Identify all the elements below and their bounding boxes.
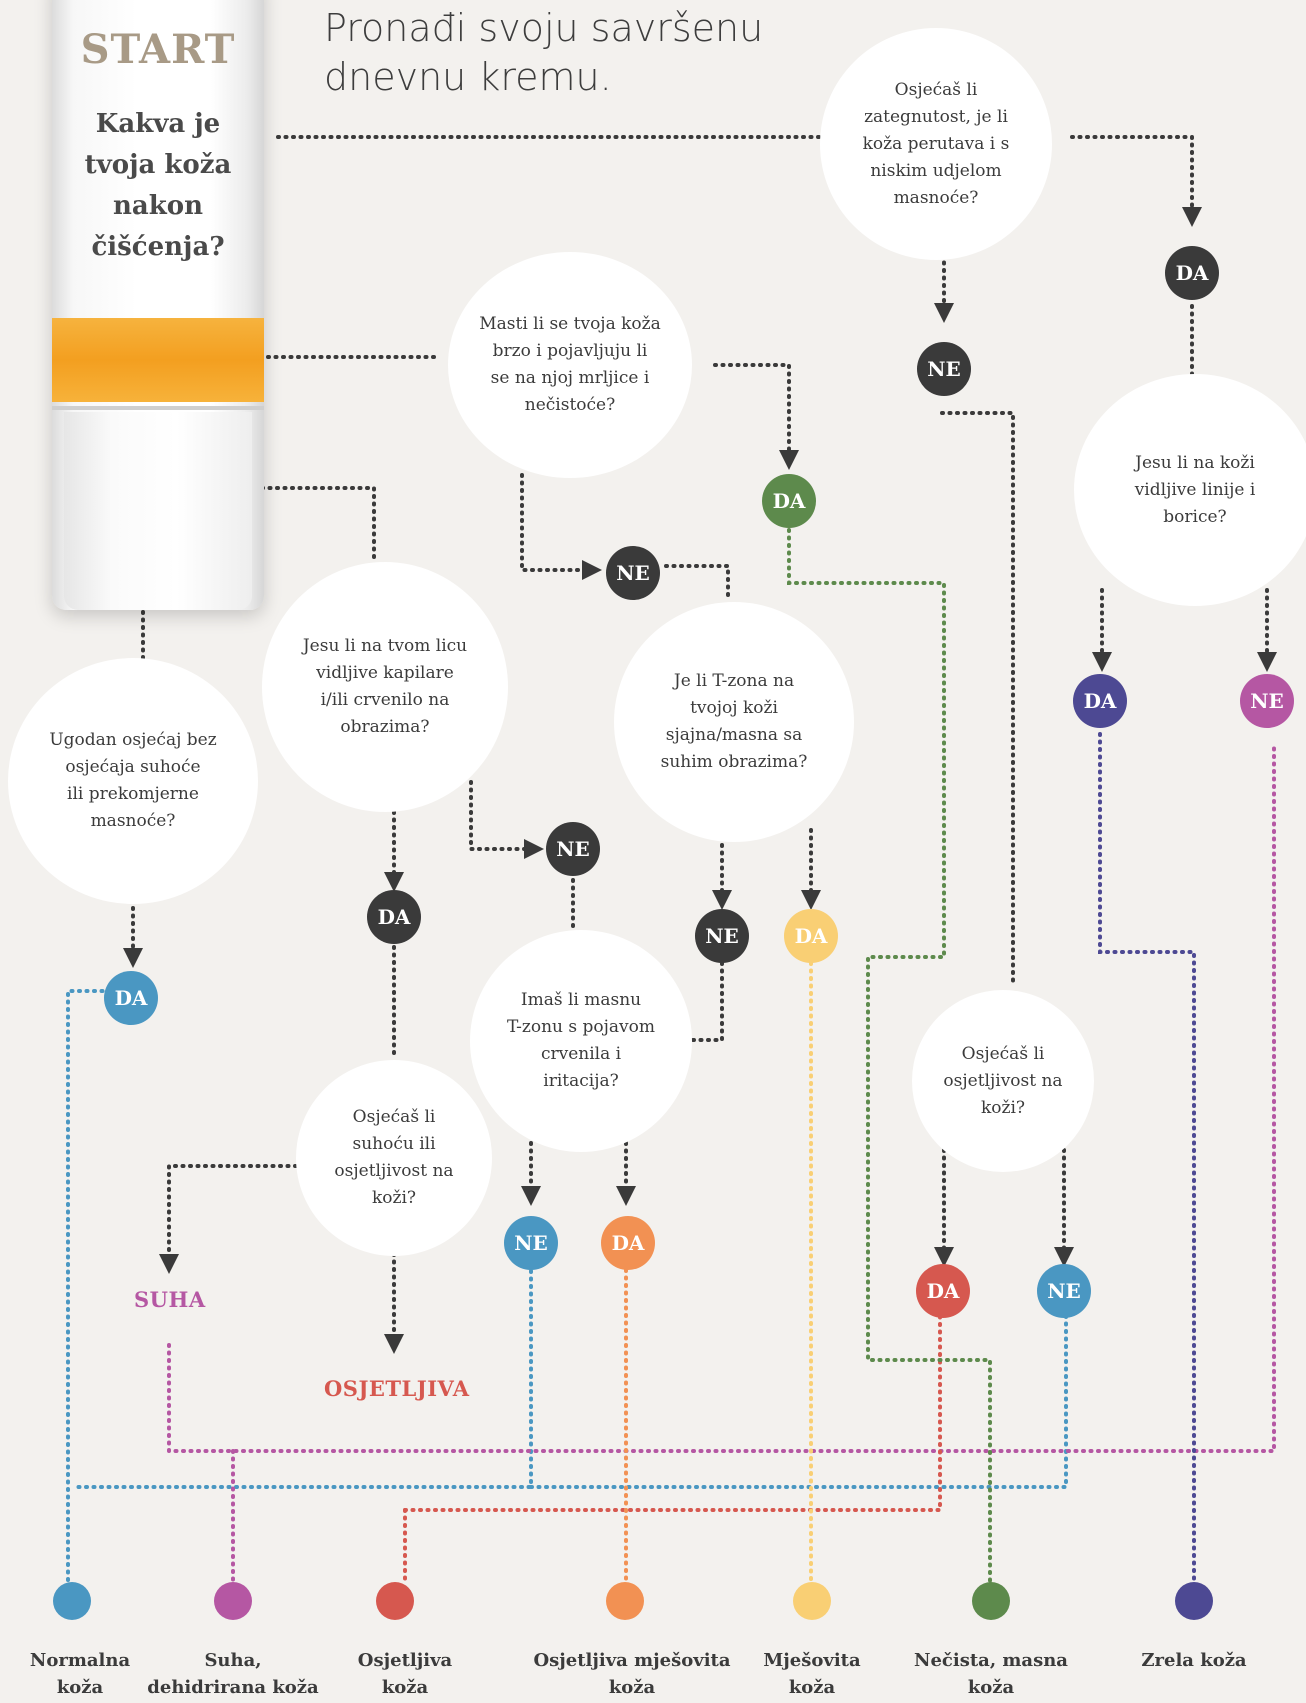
badge-ne-lines: NE [1240, 674, 1294, 728]
endpoint-dot-combination [793, 1582, 831, 1620]
question-lines: Jesu li na koži vidljive linije i borice… [1074, 374, 1306, 606]
endpoint-dot-dry [214, 1582, 252, 1620]
line-q-oily-ne [520, 473, 602, 580]
line-q-dry-suha [159, 1164, 298, 1274]
badge-ne-tightness: NE [917, 342, 971, 396]
tube-cap [64, 412, 252, 610]
badge-da-comfort: DA [104, 971, 158, 1025]
endpoint-dot-sensitive [376, 1582, 414, 1620]
line-ne-sensitive [529, 1314, 1068, 1489]
badge-da-tightness: DA [1165, 246, 1219, 300]
endpoint-dot-normal [53, 1582, 91, 1620]
question-sensitive-text: Osjećaš li osjetljivost na koži? [943, 1043, 1063, 1118]
badge-da-redness: DA [601, 1216, 655, 1270]
line-ne-q-sensitive [940, 411, 1015, 987]
endpoint-dot-oily [972, 1582, 1010, 1620]
line-ne-tzone-q-redness [678, 961, 724, 1042]
line-zrela [1098, 732, 1196, 1585]
endpoint-label-normal: Normalna koža [29, 1650, 131, 1698]
cream-tube-image [52, 0, 264, 610]
endpoint-label-mature: Zrela koža [1141, 1650, 1247, 1671]
endpoint-label-sensitive: Osjetljiva koža [357, 1650, 453, 1698]
badge-ne-capillaries: NE [546, 822, 600, 876]
badge-ne-oily: NE [606, 546, 660, 600]
tube-orange-band [52, 318, 264, 402]
question-capillaries: Jesu li na tvom licu vidljive kapilare i… [262, 562, 508, 812]
line-q-oily-da [713, 363, 799, 470]
start-question: Kakva je tvoja koža nakon čišćenja? [84, 109, 232, 262]
question-tzone-text: Je li T-zona na tvojoj koži sjajna/masna… [660, 671, 808, 772]
question-comfort-text: Ugodan osjećaj bez osjećaja suhoće ili p… [49, 730, 217, 831]
question-redness-text: Imaš li masnu T-zonu s pojavom crvenila … [507, 990, 655, 1091]
endpoint-label-oily: Nečista, masna koža [914, 1650, 1068, 1698]
question-tightness-text: Osjećaš li zategnutost, je li koža perut… [862, 79, 1010, 208]
badge-ne-sensitive: NE [1037, 1264, 1091, 1318]
endpoint-dot-sensitive-combination [606, 1582, 644, 1620]
question-comfort: Ugodan osjećaj bez osjećaja suhoće ili p… [8, 658, 258, 904]
badge-da-lines: DA [1073, 674, 1127, 728]
result-label-dry: SUHA [134, 1287, 206, 1312]
question-lines-text: Jesu li na koži vidljive linije i borice… [1134, 452, 1256, 527]
line-ne-q-tzone [664, 564, 730, 602]
badge-ne-redness: NE [504, 1216, 558, 1270]
badge-da-oily: DA [762, 474, 816, 528]
line-osjetljiva [403, 1314, 942, 1512]
line-q-cap-ne [469, 780, 544, 859]
start-label: START [80, 26, 236, 73]
endpoint-dot-mature [1175, 1582, 1213, 1620]
badge-da-sensitive: DA [916, 1264, 970, 1318]
line-start-q-capillaries [260, 486, 376, 562]
result-label-sensitive: OSJETLJIVA [324, 1376, 470, 1401]
question-capillaries-text: Jesu li na tvom licu vidljive kapilare i… [302, 636, 468, 737]
tube-seam [52, 406, 264, 410]
question-dry: Osjećaš li suhoću ili osjetljivost na ko… [296, 1060, 492, 1256]
endpoint-label-sensitive-combination: Osjetljiva mješovita koža [533, 1650, 731, 1698]
line-normal [66, 989, 112, 1585]
badge-da-capillaries: DA [367, 890, 421, 944]
question-tightness: Osjećaš li zategnutost, je li koža perut… [820, 28, 1052, 260]
badge-ne-tzone: NE [695, 909, 749, 963]
question-sensitive: Osjećaš li osjetljivost na koži? [912, 990, 1094, 1172]
endpoint-label-dry: Suha, dehidrirana koža [147, 1650, 319, 1698]
endpoint-label-combination: Mješovita koža [763, 1650, 861, 1698]
line-suha [167, 741, 1276, 1453]
question-tzone: Je li T-zona na tvojoj koži sjajna/masna… [614, 602, 854, 842]
question-oily-text: Masti li se tvoja koža brzo i pojavljuju… [479, 314, 661, 415]
question-dry-text: Osjećaš li suhoću ili osjetljivost na ko… [334, 1107, 454, 1208]
line-q-tight-da [1070, 135, 1202, 227]
line-green [787, 528, 992, 1585]
question-oily: Masti li se tvoja koža brzo i pojavljuju… [448, 252, 692, 478]
badge-da-tzone: DA [784, 909, 838, 963]
page-title: Pronađi svoju savršenu dnevnu kremu. [324, 6, 764, 99]
question-redness: Imaš li masnu T-zonu s pojavom crvenila … [470, 930, 692, 1152]
